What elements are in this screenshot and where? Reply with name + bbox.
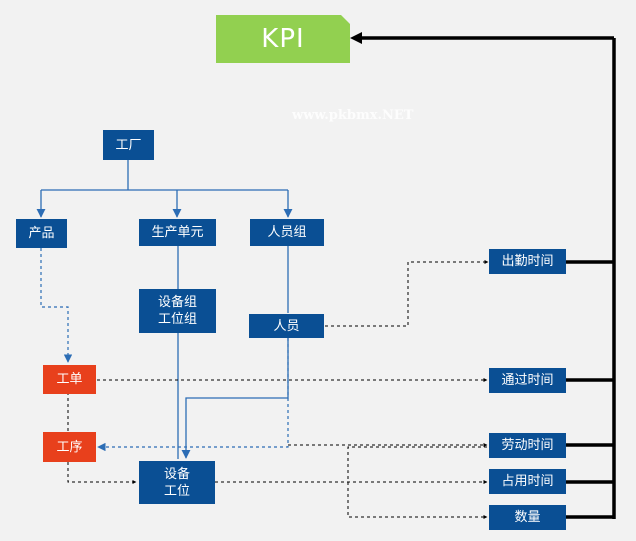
staff-group-node: 人员组 xyxy=(250,219,324,246)
black-dashed-lines xyxy=(67,260,489,519)
production-unit-node: 生产单元 xyxy=(139,219,216,246)
work-order-node: 工单 xyxy=(43,365,96,394)
product-node: 产品 xyxy=(16,219,67,248)
factory-tree-lines xyxy=(36,160,293,459)
labor-time-node: 劳动时间 xyxy=(489,433,566,458)
factory-node: 工厂 xyxy=(103,130,154,160)
watermark: www.pkbmx.NET xyxy=(292,108,414,123)
staff-node: 人员 xyxy=(249,314,324,338)
equipment-group-node: 设备组 工位组 xyxy=(139,289,216,333)
workstation-label: 工位 xyxy=(163,483,190,499)
kpi-box: KPI xyxy=(216,15,350,63)
kpi-feedback-lines xyxy=(358,36,616,519)
process-node: 工序 xyxy=(43,432,96,462)
equipment-node: 设备 工位 xyxy=(139,461,215,504)
kpi-arrowhead xyxy=(350,32,362,44)
occupied-time-node: 占用时间 xyxy=(489,469,566,494)
blue-dashed-lines xyxy=(40,248,289,452)
equipment-group-label: 设备组 xyxy=(157,295,197,310)
pass-time-node: 通过时间 xyxy=(489,368,566,393)
quantity-node: 数量 xyxy=(489,505,566,530)
attendance-time-node: 出勤时间 xyxy=(489,249,566,274)
workstation-group-label: 工位组 xyxy=(157,312,197,327)
equipment-label: 设备 xyxy=(163,466,190,482)
